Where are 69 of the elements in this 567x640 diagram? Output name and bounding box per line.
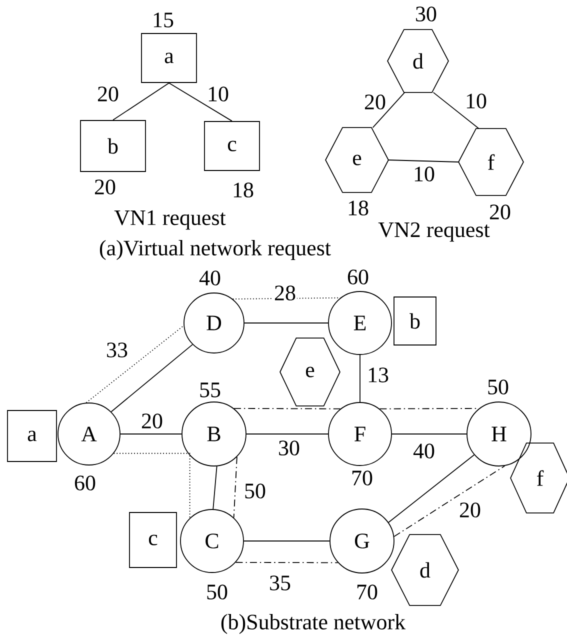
circle-node: B	[182, 402, 246, 466]
link-line	[244, 322, 328, 324]
link-line	[110, 344, 193, 412]
edge-label: 20	[458, 502, 482, 518]
square-node: c	[204, 121, 260, 171]
link-line	[372, 92, 406, 128]
link-line	[112, 82, 170, 120]
mapping-path	[234, 408, 341, 410]
edge-label: 13	[366, 366, 390, 384]
capacity-label: 15	[154, 12, 174, 28]
edge-label: 20	[140, 412, 164, 430]
capacity-label: 20	[490, 204, 510, 220]
hexagon-node: f	[510, 442, 567, 514]
circle-node: F	[328, 402, 392, 466]
link-line	[168, 82, 232, 122]
edge-label: 33	[105, 342, 129, 358]
circle-node: E	[328, 291, 392, 355]
square-node: c	[129, 512, 177, 568]
circle-node: G	[330, 508, 394, 574]
square-node: a	[141, 33, 197, 83]
capacity-label: 20	[94, 180, 116, 194]
square-node: b	[80, 120, 146, 172]
capacity-label: 40	[199, 270, 220, 286]
edge-label: 30	[277, 440, 301, 456]
mapping-path	[232, 297, 341, 300]
mapping-path	[86, 325, 184, 404]
edge-label: 28	[273, 284, 297, 302]
hexagon-node: d	[391, 534, 459, 606]
hexagon-node: d	[387, 29, 449, 93]
capacity-label: 18	[348, 200, 368, 216]
mapping-path	[233, 456, 238, 518]
graph-label: VN1 request	[114, 210, 226, 230]
square-node: a	[7, 410, 57, 462]
edge-label: 10	[206, 86, 230, 102]
capacity-label: 55	[200, 382, 220, 398]
circle-node: A	[58, 402, 120, 466]
circle-node: C	[180, 509, 244, 573]
link-line	[244, 540, 330, 542]
capacity-label: 50	[488, 380, 508, 394]
link-line	[388, 454, 475, 523]
edge-label: 20	[363, 94, 387, 110]
square-node: b	[394, 296, 436, 346]
capacity-label: 70	[352, 470, 372, 486]
hexagon-node: f	[458, 128, 524, 196]
mapping-path	[394, 466, 506, 537]
capacity-label: 70	[357, 584, 378, 600]
mapping-path	[113, 452, 190, 518]
edge-label: 10	[464, 92, 488, 110]
hexagon-node: e	[325, 127, 389, 193]
capacity-label: 50	[207, 584, 228, 600]
circle-node: H	[466, 402, 532, 466]
edge-label: 20	[96, 86, 120, 102]
circle-node: D	[184, 292, 244, 354]
link-line	[388, 160, 459, 162]
edge-label: 35	[268, 574, 292, 592]
capacity-label: 30	[416, 6, 436, 22]
capacity-label: 60	[348, 270, 368, 284]
graph-label: VN2 request	[378, 222, 490, 242]
link-line	[432, 92, 480, 129]
caption: (a)Virtual network request	[100, 240, 331, 260]
edge-label: 40	[412, 442, 436, 460]
edge-label: 10	[412, 166, 436, 182]
hexagon-node: e	[280, 338, 340, 406]
edge-label: 50	[243, 482, 267, 500]
link-line	[212, 466, 218, 510]
capacity-label: 18	[234, 182, 254, 198]
mapping-path	[235, 562, 338, 564]
caption: (b)Substrate network	[221, 614, 406, 634]
capacity-label: 60	[74, 476, 96, 490]
